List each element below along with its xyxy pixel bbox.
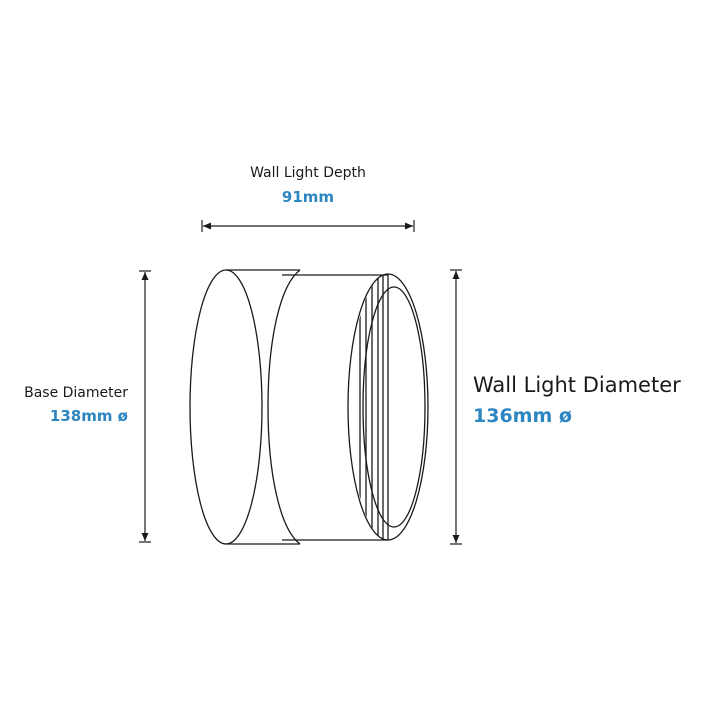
depth-arrow: [201, 220, 415, 232]
lens-inner-rim: [362, 286, 426, 528]
depth-value: 91mm: [281, 188, 335, 206]
wall-light-drawing: [189, 269, 429, 545]
wall-diameter-label: Wall Light Diameter: [473, 373, 681, 397]
lens-louvres: [359, 274, 389, 540]
wall-diameter-arrow: [450, 269, 462, 545]
base-diameter-arrow: [139, 270, 151, 543]
base-diameter-label: Base Diameter: [24, 385, 128, 401]
base-back-ellipse: [189, 269, 263, 545]
wall-diameter-value: 136mm ø: [473, 405, 572, 427]
depth-label: Wall Light Depth: [250, 165, 366, 181]
base-diameter-value: 138mm ø: [49, 407, 128, 425]
dimension-arrows: [139, 220, 462, 545]
base-front-arc: [267, 269, 301, 545]
